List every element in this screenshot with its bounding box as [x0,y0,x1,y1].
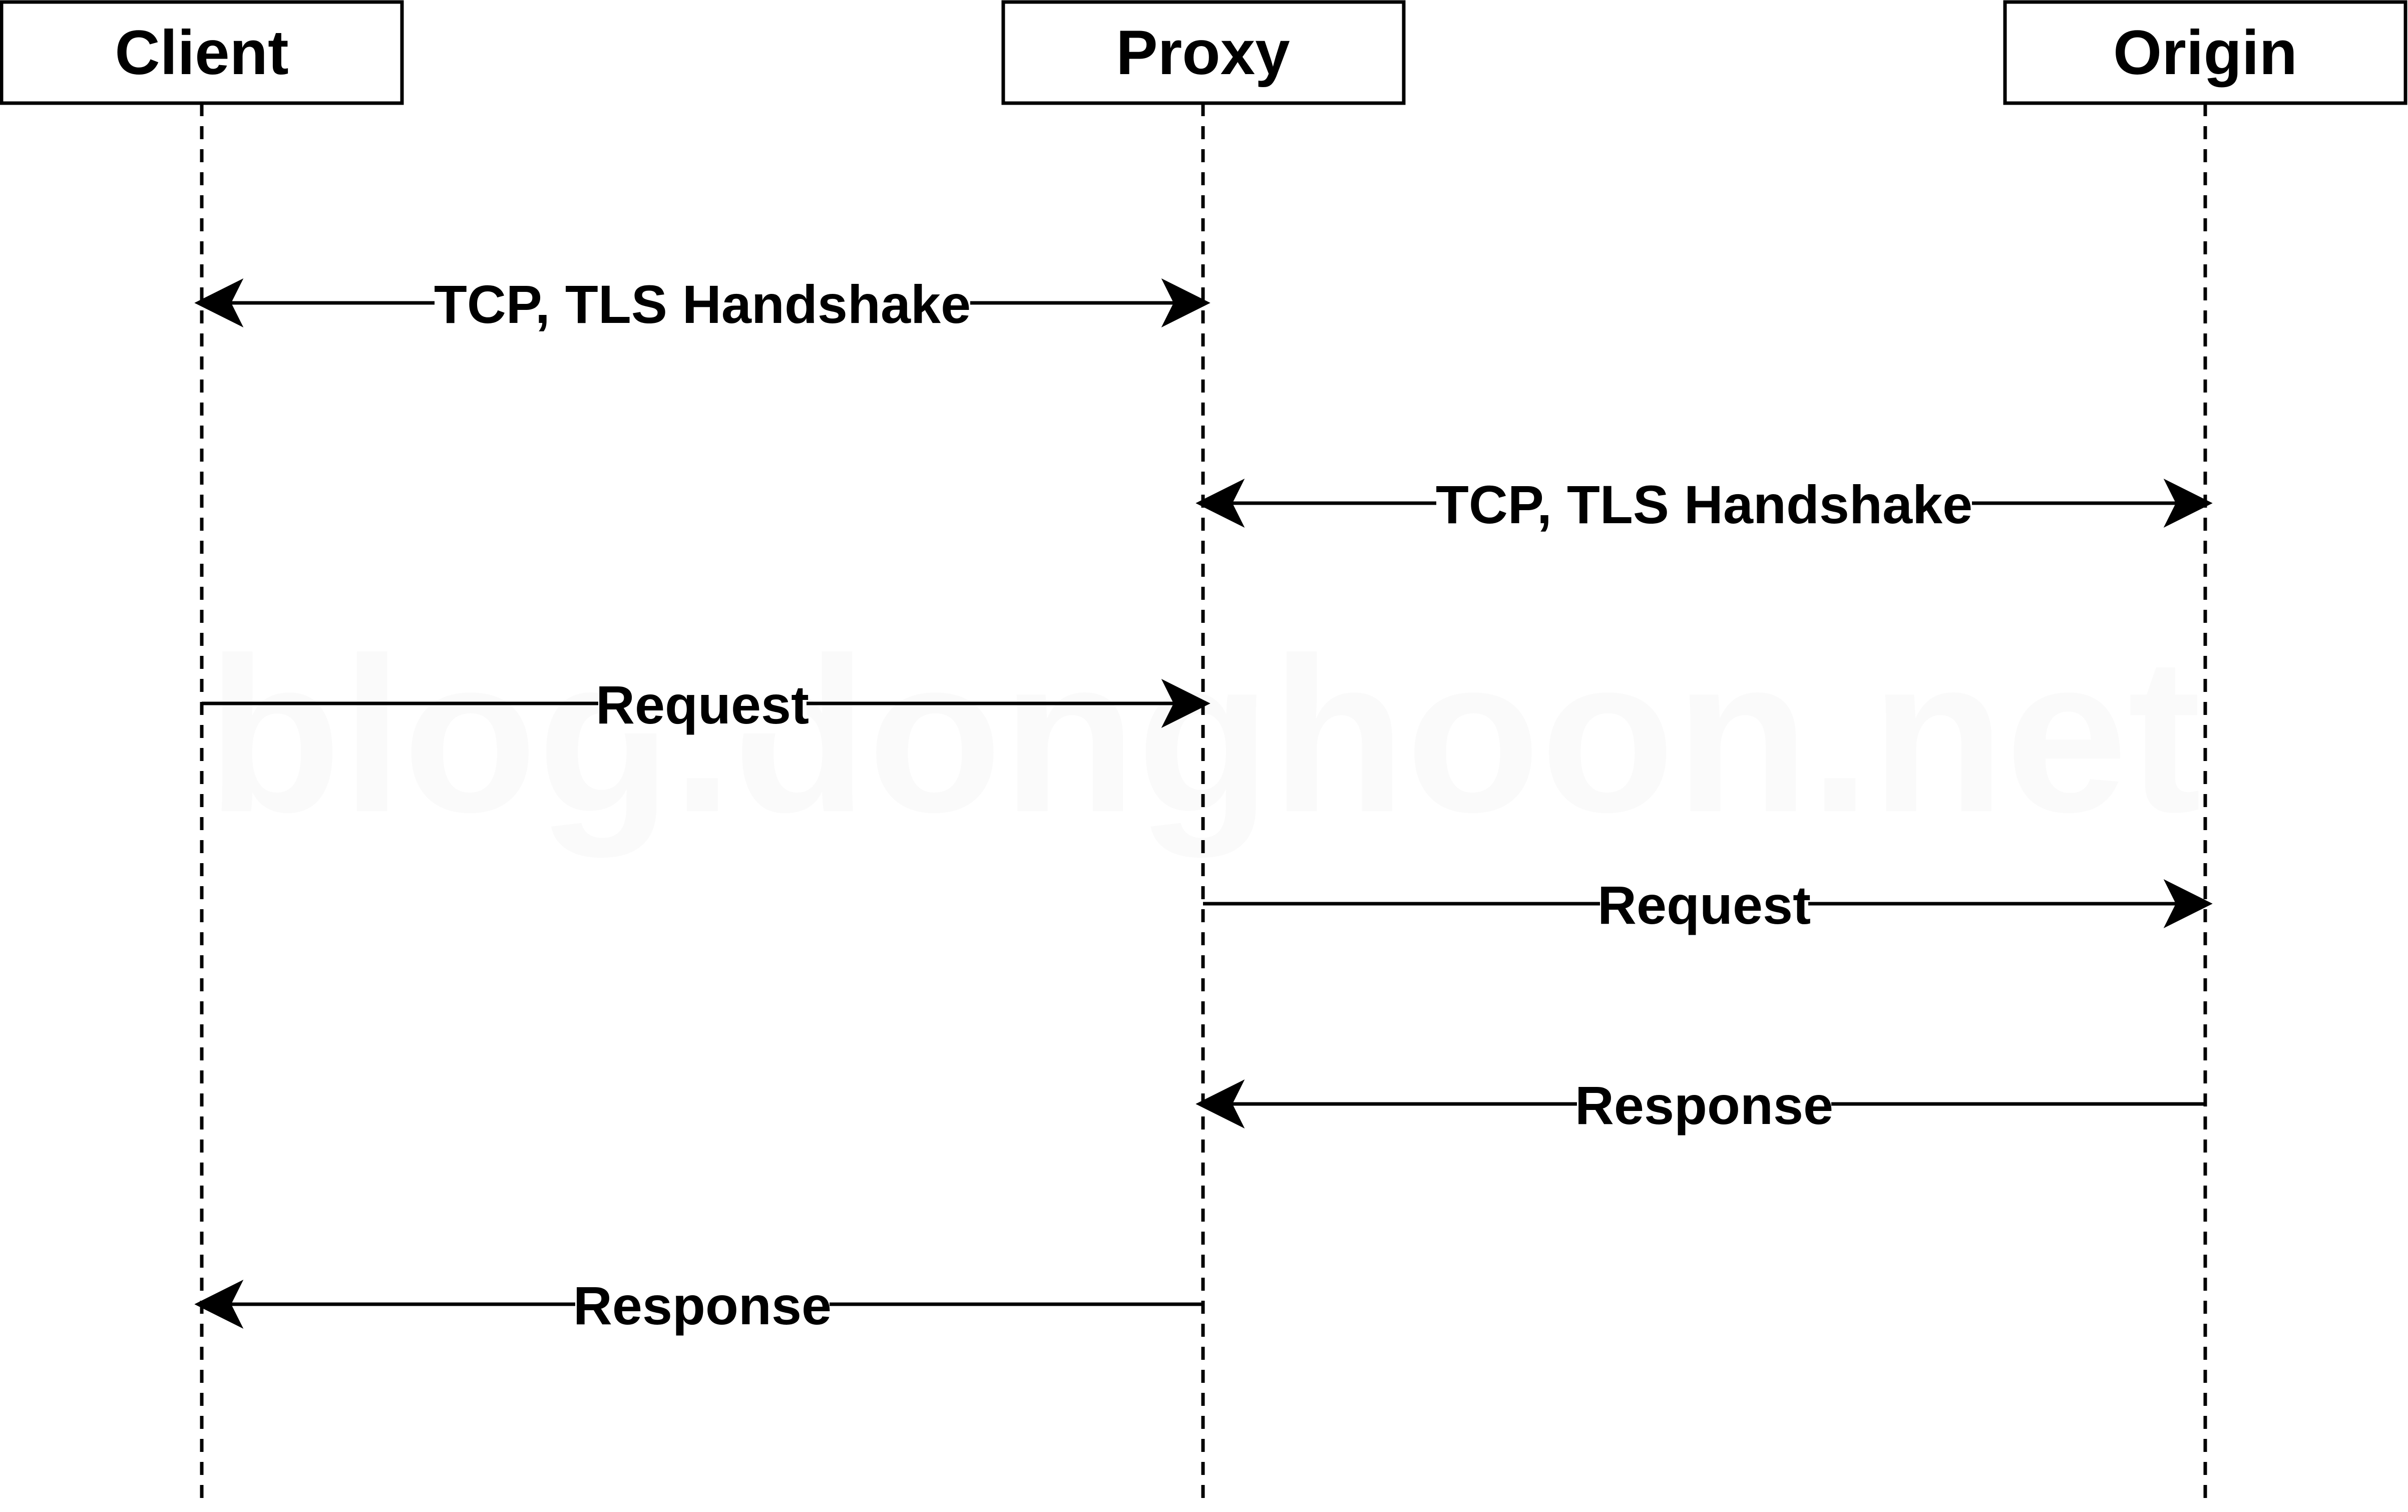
participant-client: Client [0,0,404,105]
message-label: Response [573,1275,832,1336]
message-label: Response [1575,1075,1833,1136]
message-client-proxy-handshake: TCP, TLS Handshake [194,270,1211,334]
participant-proxy: Proxy [1001,0,1406,105]
participant-origin-label: Origin [2113,18,2297,88]
participant-origin: Origin [2003,0,2407,105]
participant-client-label: Client [115,18,288,88]
message-origin-proxy-response: Response [1195,1071,2205,1136]
message-proxy-client-response: Response [194,1272,1203,1336]
message-label: TCP, TLS Handshake [1436,474,1972,535]
message-label: Request [596,674,809,735]
message-client-proxy-request: Request [202,671,1211,735]
message-label: Request [1597,875,1811,935]
message-proxy-origin-handshake: TCP, TLS Handshake [1195,471,2213,535]
message-label: TCP, TLS Handshake [434,274,971,334]
participant-proxy-label: Proxy [1116,18,1290,88]
message-proxy-origin-request: Request [1203,871,2213,935]
